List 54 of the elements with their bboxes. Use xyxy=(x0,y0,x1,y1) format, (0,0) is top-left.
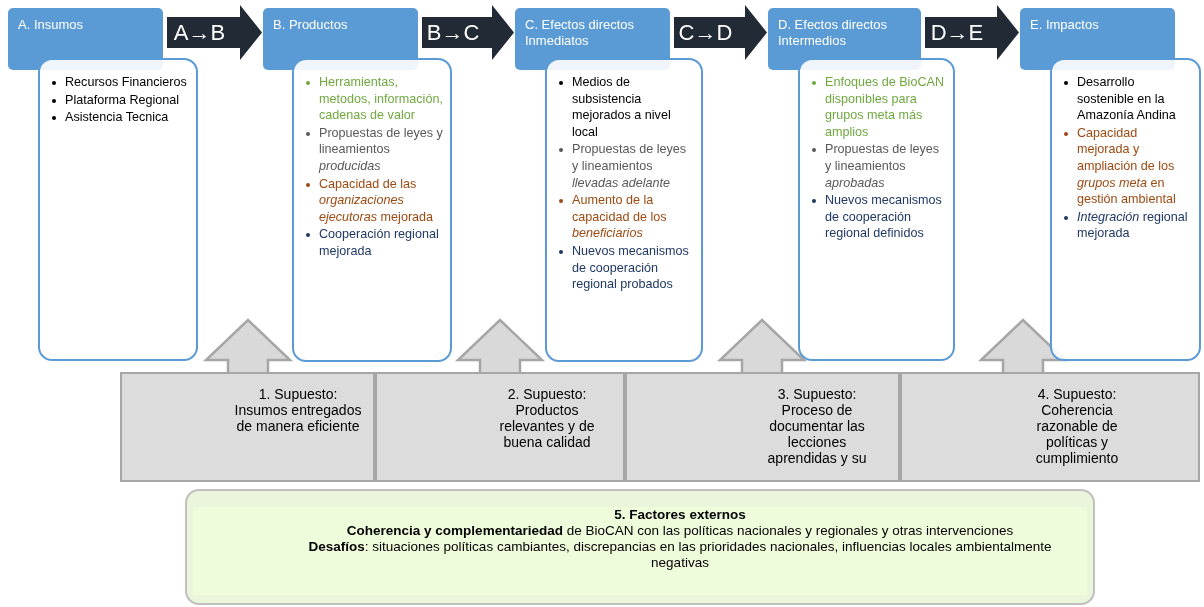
bullet-text: Desarrollo sostenible en la Amazonía Andina xyxy=(1077,75,1176,123)
assumption-text: Proceso de documentar las lecciones aprendidas y su xyxy=(766,402,868,466)
tab-title: D. Efectos directos Intermedios xyxy=(778,17,889,49)
panel-text: Desafíos: situaciones políticas cambiantes, discrepancias en las prioridades nacionales, influencias locales ambientalmente negativas xyxy=(307,539,1053,571)
edge-label: A→B xyxy=(173,19,226,46)
panel-heading: 5. Factores externos xyxy=(613,507,747,523)
tab-title: B. Productos xyxy=(273,17,348,33)
bullet-text: Integración regional mejorada xyxy=(1077,209,1188,241)
bullet-text: Nuevos mecanismos de cooperación regional definidos xyxy=(825,193,942,241)
assumption-band xyxy=(900,372,1200,482)
bullet-text: Asistencia Tecnica xyxy=(65,110,169,125)
content-card xyxy=(292,58,452,362)
block-arrow xyxy=(167,5,262,60)
assumption-band xyxy=(375,372,625,482)
edge-label: B→C xyxy=(426,19,480,46)
bullet-text: Herramientas, metodos, información, cadenas de valor xyxy=(319,75,443,123)
bullet-text: Nuevos mecanismos de cooperación regional probados xyxy=(572,243,689,292)
assumption-title: 1. Supuesto: xyxy=(257,386,339,402)
bullet-text: Capacidad mejorada y ampliación de los grupos meta en gestión ambiental xyxy=(1077,125,1176,207)
assumption-title: 3. Supuesto: xyxy=(776,386,858,402)
panel-text: Coherencia y complementariedad de BioCAN con las políticas nacionales y regionales y otras intervenciones xyxy=(345,523,1015,539)
block-arrow xyxy=(925,5,1019,60)
up-arrow xyxy=(716,318,808,374)
bullet-text: Capacidad de las organizaciones ejecutoras mejorada xyxy=(319,176,434,224)
up-arrow xyxy=(454,318,546,374)
content-card xyxy=(1050,58,1201,361)
bullet-text: Medios de subsistencia mejorados a nivel local xyxy=(572,75,671,139)
tab-title: A. Insumos xyxy=(18,17,84,33)
block-arrow xyxy=(674,5,767,60)
bullet-text: Enfoques de BioCAN disponibles para grupos meta más amplios xyxy=(825,75,944,139)
assumption-title: 4. Supuesto: xyxy=(1036,386,1118,402)
bullet-text: Propuestas de leyes y lineamientos aprobadas xyxy=(825,142,940,190)
bullet-text: Recursos Financieros xyxy=(65,75,187,89)
bullet-text: Aumento de la capacidad de los beneficiarios xyxy=(572,193,667,241)
assumption-text: Coherencia razonable de políticas y cumplimiento xyxy=(1034,402,1120,466)
edge-label: C→D xyxy=(678,19,733,46)
assumption-title: 2. Supuesto: xyxy=(506,386,588,402)
bullet-text: Cooperación regional mejorada xyxy=(319,227,439,258)
content-card xyxy=(545,58,703,362)
factors-panel xyxy=(185,489,1095,605)
content-card xyxy=(38,58,198,361)
bullet-text: Propuestas de leyes y lineamientos producidas xyxy=(319,125,443,173)
assumption-text: Productos relevantes y de buena calidad xyxy=(498,402,596,450)
tab-title: E. Impactos xyxy=(1030,17,1099,33)
edge-label: D→E xyxy=(930,19,984,46)
assumption-band xyxy=(625,372,900,482)
bullet-text: Propuestas de leyes y lineamientos llevadas adelante xyxy=(572,142,687,190)
bullet-text: Plataforma Regional xyxy=(65,92,180,107)
assumption-text: Insumos entregados de manera eficiente xyxy=(234,402,362,434)
tab-title: C. Efectos directos Inmediatos xyxy=(525,17,636,49)
block-arrow xyxy=(422,5,514,60)
up-arrow xyxy=(202,318,294,374)
assumption-band xyxy=(120,372,375,482)
content-card xyxy=(798,58,955,361)
